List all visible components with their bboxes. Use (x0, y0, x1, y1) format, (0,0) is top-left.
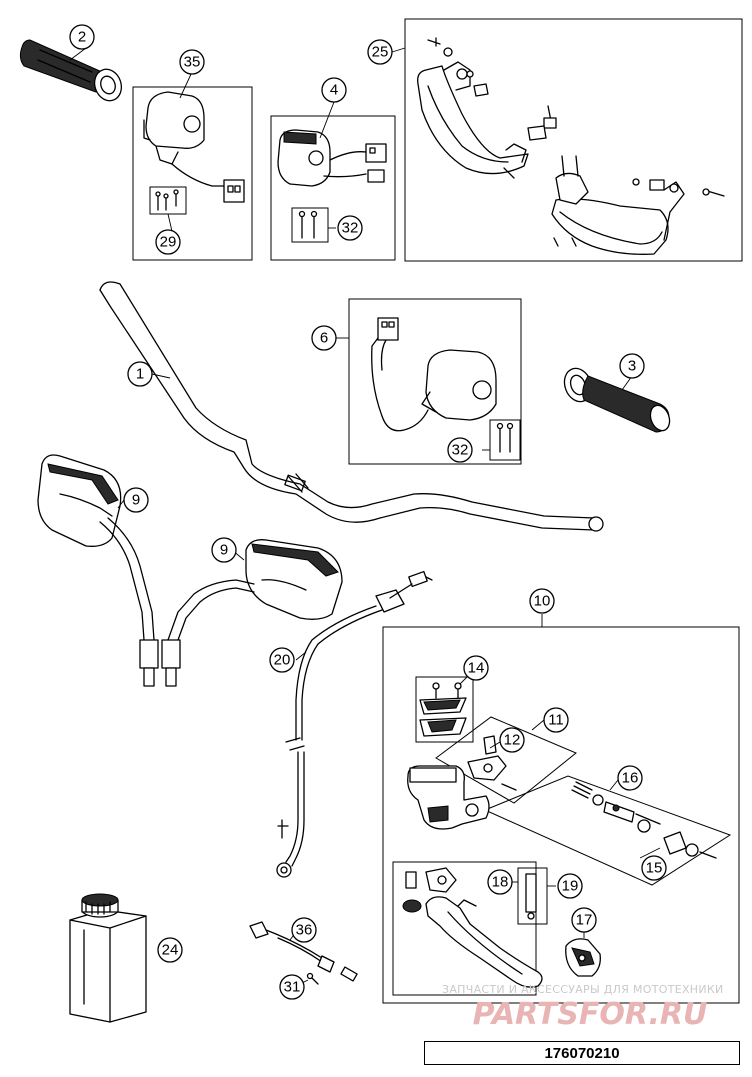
screw-35 (306, 972, 319, 985)
svg-text:24: 24 (162, 942, 179, 959)
svg-text:4: 4 (330, 82, 338, 99)
screws-32-upper (291, 207, 329, 243)
pivot-12 (467, 735, 517, 791)
callout-20: 20 (269, 647, 295, 673)
callout-16: 16 (617, 765, 643, 791)
callout-6: 6 (311, 325, 337, 351)
callout-9-left: 9 (123, 487, 149, 513)
grip-left (19, 39, 123, 102)
svg-text:16: 16 (622, 770, 639, 787)
svg-text:36: 36 (296, 922, 313, 939)
callout-14: 14 (463, 655, 489, 681)
svg-text:6: 6 (320, 330, 328, 347)
callout-15: 15 (641, 855, 667, 881)
assembly-box-6 (348, 298, 522, 465)
watermark-tagline: ЗАПЧАСТИ И АКСЕССУАРЫ ДЛЯ МОТОТЕХНИКИ (442, 983, 724, 996)
svg-text:19: 19 (562, 878, 579, 895)
svg-text:9: 9 (132, 492, 140, 509)
assembly-box-10-inner (392, 861, 537, 996)
svg-text:1: 1 (136, 366, 144, 383)
callout-17: 17 (571, 907, 597, 933)
callout-11: 11 (543, 707, 569, 733)
callout-3: 3 (619, 353, 645, 379)
svg-text:35: 35 (184, 54, 201, 71)
callout-36: 36 (291, 917, 317, 943)
svg-text:31: 31 (284, 979, 301, 996)
svg-text:PARTSFOR.RU: PARTSFOR.RU (473, 997, 708, 1032)
callout-29: 29 (155, 229, 181, 255)
callout-32-lower: 32 (447, 437, 473, 463)
svg-text:32: 32 (452, 442, 469, 459)
brake-lever (425, 896, 543, 988)
assembly-box-10 (382, 626, 740, 1004)
callout-18: 18 (487, 869, 513, 895)
handguard-hardware (427, 37, 725, 247)
grip-right (563, 367, 671, 433)
handguard-left (417, 61, 529, 175)
fluid-bottle-24 (69, 893, 147, 1023)
svg-text:11: 11 (548, 712, 564, 729)
assembly-box-11 (435, 716, 577, 804)
callout-24: 24 (157, 937, 183, 963)
callout-25: 25 (367, 39, 393, 65)
callout-9-right: 9 (211, 537, 237, 563)
watermark-logo: PARTSFOR.RU (473, 997, 708, 1032)
svg-text:17: 17 (576, 912, 593, 929)
reference-number: 176070210 (544, 1044, 620, 1062)
svg-text:18: 18 (492, 874, 509, 891)
callout-31: 35 (179, 49, 205, 75)
mirror-left (37, 454, 159, 687)
reference-number-box: 176070210 (424, 1041, 740, 1065)
assembly-box-4 (270, 115, 396, 261)
svg-text:14: 14 (468, 660, 485, 677)
piston-kit-16 (571, 781, 661, 833)
callout-12: 12 (499, 727, 525, 753)
assembly-box-31 (132, 86, 253, 261)
callout-32-upper: 32 (337, 215, 363, 241)
svg-text:3: 3 (628, 358, 636, 375)
handlebar (99, 281, 604, 532)
mirror-right (161, 539, 343, 687)
svg-text:32: 32 (342, 220, 359, 237)
svg-text:10: 10 (534, 593, 551, 610)
svg-text:15: 15 (646, 860, 663, 877)
reservoir-cover-14 (419, 682, 467, 737)
assembly-box-14 (415, 676, 474, 743)
svg-text:29: 29 (160, 234, 177, 251)
switch-right-6 (371, 317, 497, 432)
callout-2: 2 (69, 24, 95, 50)
svg-text:9: 9 (220, 542, 228, 559)
callout-19: 19 (557, 873, 583, 899)
assembly-box-18 (517, 867, 548, 925)
screws-32-lower (489, 419, 521, 461)
callout-10: 10 (529, 588, 555, 614)
seal-15 (663, 831, 717, 859)
adjuster-17 (565, 938, 601, 977)
clutch-line (276, 570, 433, 878)
svg-text:20: 20 (274, 652, 291, 669)
sensor-36 (249, 921, 358, 982)
svg-text:12: 12 (504, 732, 521, 749)
screws-29 (149, 186, 187, 215)
lever-parts (402, 867, 537, 920)
switch-4 (277, 129, 387, 187)
switch-left-31 (143, 91, 245, 203)
callout-4: 4 (321, 77, 347, 103)
callout-1: 1 (127, 361, 153, 387)
master-cylinder (407, 765, 490, 830)
svg-text:25: 25 (372, 44, 389, 61)
assembly-box-16 (483, 775, 732, 886)
handguard-right (551, 172, 685, 255)
assembly-box-25 (404, 18, 743, 262)
svg-text:2: 2 (78, 29, 86, 46)
callout-35: 31 (279, 974, 305, 1000)
